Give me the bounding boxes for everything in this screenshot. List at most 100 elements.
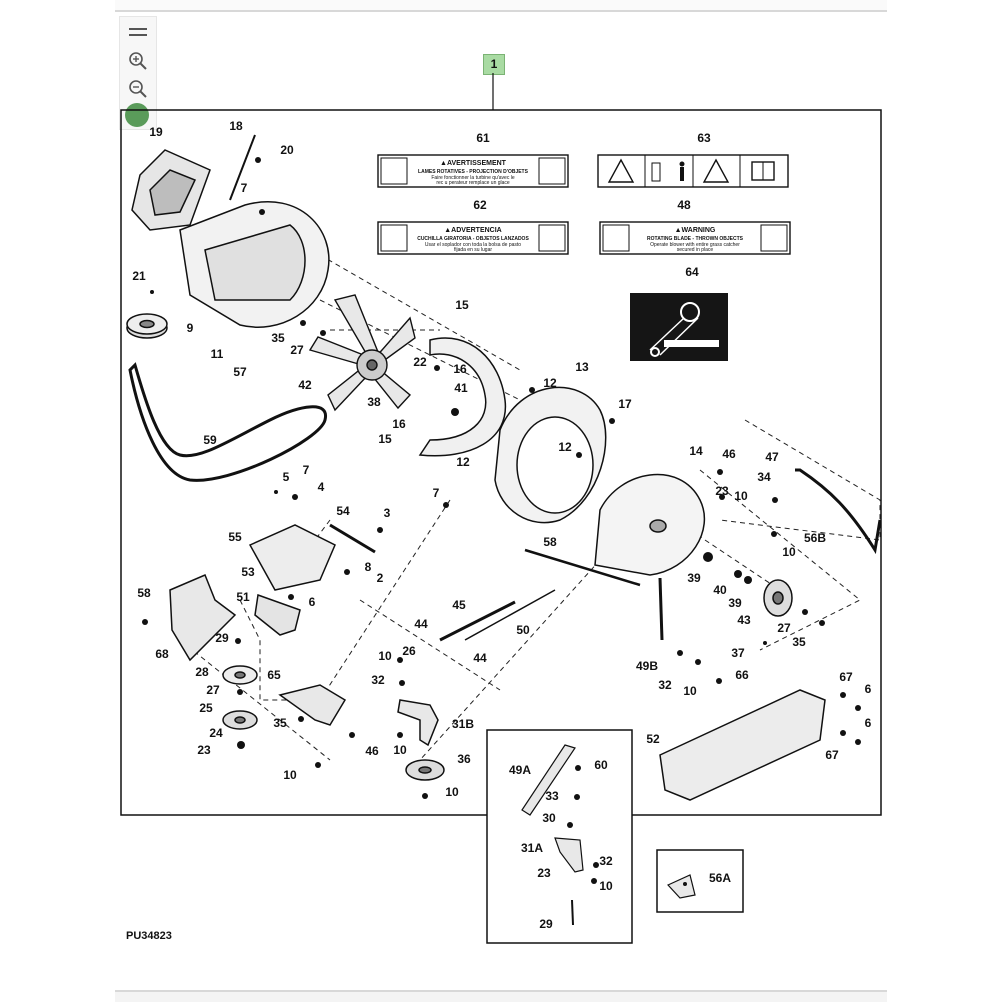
part-callout-p23b[interactable]: 23 bbox=[197, 743, 211, 757]
part-callout-p32c[interactable]: 32 bbox=[599, 854, 613, 868]
status-dot[interactable] bbox=[125, 103, 149, 127]
part-callout-p67a[interactable]: 67 bbox=[839, 670, 853, 684]
part-callout-p10d[interactable]: 10 bbox=[683, 684, 697, 698]
part-callout-p49a[interactable]: 49A bbox=[509, 763, 531, 777]
part-callout-p10b[interactable]: 10 bbox=[782, 545, 796, 559]
part-callout-p54[interactable]: 54 bbox=[336, 504, 350, 518]
part-callout-p60[interactable]: 60 bbox=[594, 758, 608, 772]
part-callout-p13[interactable]: 13 bbox=[575, 360, 589, 374]
part-callout-p15a[interactable]: 15 bbox=[455, 298, 469, 312]
zoom-in-button[interactable] bbox=[124, 49, 152, 73]
part-callout-p7c[interactable]: 7 bbox=[433, 486, 440, 500]
part-callout-p41[interactable]: 41 bbox=[454, 381, 468, 395]
part-callout-p20[interactable]: 20 bbox=[280, 143, 294, 157]
part-callout-p9[interactable]: 9 bbox=[187, 321, 194, 335]
part-callout-p6b[interactable]: 6 bbox=[865, 682, 872, 696]
part-callout-p4[interactable]: 4 bbox=[318, 480, 325, 494]
part-callout-p46a[interactable]: 46 bbox=[722, 447, 736, 461]
part-callout-p40[interactable]: 40 bbox=[713, 583, 727, 597]
part-callout-p24[interactable]: 24 bbox=[209, 726, 223, 740]
part-callout-p63[interactable]: 63 bbox=[697, 131, 711, 145]
part-callout-p7a[interactable]: 7 bbox=[241, 181, 248, 195]
part-callout-p28[interactable]: 28 bbox=[195, 665, 209, 679]
part-callout-p52[interactable]: 52 bbox=[646, 732, 660, 746]
part-callout-p66[interactable]: 66 bbox=[735, 668, 749, 682]
part-callout-p44b[interactable]: 44 bbox=[473, 651, 487, 665]
part-callout-p10e[interactable]: 10 bbox=[393, 743, 407, 757]
menu-button[interactable] bbox=[124, 21, 152, 45]
callout-tag[interactable]: 1 bbox=[483, 54, 505, 75]
part-callout-p2[interactable]: 2 bbox=[377, 571, 384, 585]
part-callout-p34[interactable]: 34 bbox=[757, 470, 771, 484]
part-callout-p53[interactable]: 53 bbox=[241, 565, 255, 579]
part-callout-p5[interactable]: 5 bbox=[283, 470, 290, 484]
part-callout-p51[interactable]: 51 bbox=[236, 590, 250, 604]
part-callout-p32a[interactable]: 32 bbox=[371, 673, 385, 687]
part-callout-p7b[interactable]: 7 bbox=[303, 463, 310, 477]
part-callout-p3[interactable]: 3 bbox=[384, 506, 391, 520]
part-callout-p56a[interactable]: 56A bbox=[709, 871, 731, 885]
part-callout-p10a[interactable]: 10 bbox=[734, 489, 748, 503]
part-callout-p58b[interactable]: 58 bbox=[137, 586, 151, 600]
part-callout-p23c[interactable]: 23 bbox=[537, 866, 551, 880]
part-callout-p17[interactable]: 17 bbox=[618, 397, 632, 411]
part-callout-p45[interactable]: 45 bbox=[452, 598, 466, 612]
part-callout-p27a[interactable]: 27 bbox=[290, 343, 304, 357]
part-callout-p18[interactable]: 18 bbox=[229, 119, 243, 133]
part-callout-p49b[interactable]: 49B bbox=[636, 659, 658, 673]
part-callout-p65[interactable]: 65 bbox=[267, 668, 281, 682]
part-callout-p10f[interactable]: 10 bbox=[283, 768, 297, 782]
part-callout-p12c[interactable]: 12 bbox=[456, 455, 470, 469]
part-callout-p12b[interactable]: 12 bbox=[558, 440, 572, 454]
part-callout-p16a[interactable]: 16 bbox=[453, 362, 467, 376]
part-callout-p25[interactable]: 25 bbox=[199, 701, 213, 715]
part-callout-p8[interactable]: 8 bbox=[365, 560, 372, 574]
part-callout-p23a[interactable]: 23 bbox=[715, 484, 729, 498]
part-callout-p48[interactable]: 48 bbox=[677, 198, 691, 212]
part-callout-p31a[interactable]: 31A bbox=[521, 841, 543, 855]
part-callout-p47[interactable]: 47 bbox=[765, 450, 779, 464]
part-callout-p43[interactable]: 43 bbox=[737, 613, 751, 627]
part-callout-p27c[interactable]: 27 bbox=[206, 683, 220, 697]
part-callout-p14[interactable]: 14 bbox=[689, 444, 703, 458]
part-callout-p16b[interactable]: 16 bbox=[392, 417, 406, 431]
part-callout-p39a[interactable]: 39 bbox=[687, 571, 701, 585]
part-callout-p64[interactable]: 64 bbox=[685, 265, 699, 279]
part-callout-p36[interactable]: 36 bbox=[457, 752, 471, 766]
part-callout-p12a[interactable]: 12 bbox=[543, 376, 557, 390]
part-callout-p35b[interactable]: 35 bbox=[792, 635, 806, 649]
part-callout-p21[interactable]: 21 bbox=[132, 269, 146, 283]
part-callout-p10g[interactable]: 10 bbox=[445, 785, 459, 799]
part-callout-p44a[interactable]: 44 bbox=[414, 617, 428, 631]
part-callout-p50[interactable]: 50 bbox=[516, 623, 530, 637]
part-callout-p29b[interactable]: 29 bbox=[539, 917, 553, 931]
part-callout-p35c[interactable]: 35 bbox=[273, 716, 287, 730]
part-callout-p6c[interactable]: 6 bbox=[865, 716, 872, 730]
part-callout-p6a[interactable]: 6 bbox=[309, 595, 316, 609]
part-callout-p58a[interactable]: 58 bbox=[543, 535, 557, 549]
part-callout-p61[interactable]: 61 bbox=[476, 131, 490, 145]
part-callout-p37[interactable]: 37 bbox=[731, 646, 745, 660]
part-callout-p57[interactable]: 57 bbox=[233, 365, 247, 379]
part-callout-p67b[interactable]: 67 bbox=[825, 748, 839, 762]
part-callout-p38[interactable]: 38 bbox=[367, 395, 381, 409]
zoom-out-button[interactable] bbox=[124, 77, 152, 101]
part-callout-p15b[interactable]: 15 bbox=[378, 432, 392, 446]
part-callout-p11[interactable]: 11 bbox=[211, 347, 224, 361]
part-callout-p68[interactable]: 68 bbox=[155, 647, 169, 661]
part-callout-p32b[interactable]: 32 bbox=[658, 678, 672, 692]
part-callout-p10h[interactable]: 10 bbox=[599, 879, 613, 893]
part-callout-p35a[interactable]: 35 bbox=[271, 331, 285, 345]
part-callout-p56b[interactable]: 56B bbox=[804, 531, 826, 545]
part-callout-p30[interactable]: 30 bbox=[542, 811, 556, 825]
part-callout-p22[interactable]: 22 bbox=[413, 355, 427, 369]
part-callout-p31b[interactable]: 31B bbox=[452, 717, 474, 731]
part-callout-p39b[interactable]: 39 bbox=[728, 596, 742, 610]
part-callout-p42[interactable]: 42 bbox=[298, 378, 312, 392]
part-callout-p19[interactable]: 19 bbox=[149, 125, 163, 139]
part-callout-p55[interactable]: 55 bbox=[228, 530, 242, 544]
part-callout-p59[interactable]: 59 bbox=[203, 433, 217, 447]
part-callout-p62[interactable]: 62 bbox=[473, 198, 487, 212]
part-callout-p29a[interactable]: 29 bbox=[215, 631, 229, 645]
part-callout-p33[interactable]: 33 bbox=[545, 789, 559, 803]
